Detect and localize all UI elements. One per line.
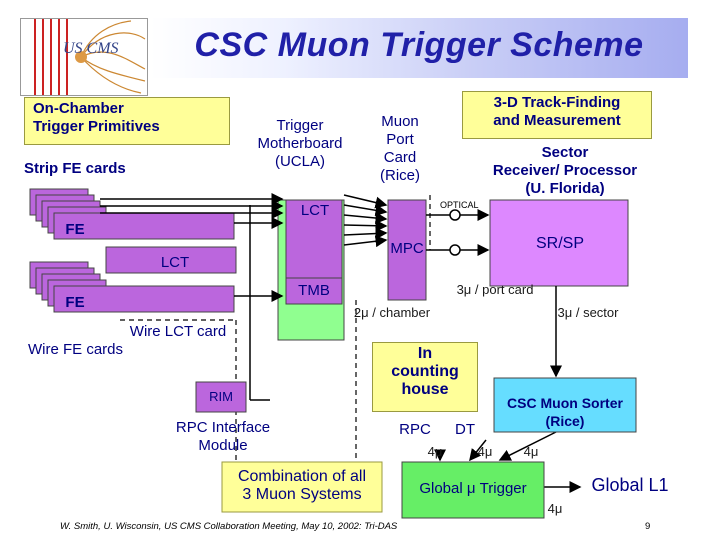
lct-top-label: LCT xyxy=(300,202,330,219)
footer-text: W. Smith, U. Wisconsin, US CMS Collabora… xyxy=(60,521,398,532)
rpc-label: RPC xyxy=(399,421,431,438)
wire-fe-cards-label: Wire FE cards xyxy=(28,341,124,358)
rim-label: RIM xyxy=(209,389,233,404)
dt-rate-label: 4μ xyxy=(477,444,493,459)
global-trigger-box xyxy=(401,461,545,519)
csc-sorter-label: CSC Muon Sorter(Rice) xyxy=(507,395,623,429)
global-rate-label: 4μ xyxy=(547,501,563,516)
combination-box xyxy=(221,461,383,513)
sr-sp-box xyxy=(489,199,629,287)
optical-label: OPTICAL xyxy=(440,200,479,210)
global-mu-trigger-label: Global μ Trigger xyxy=(419,480,527,497)
wire-lct-box xyxy=(105,246,237,274)
sector-rate-label: 3μ / sector xyxy=(557,305,619,320)
tmb-label: TMB xyxy=(298,282,330,299)
strip-fe-cards-label: Strip FE cards xyxy=(24,160,126,177)
logo-text: US CMS xyxy=(63,40,119,57)
page-number: 9 xyxy=(645,521,651,532)
csc-rate-label: 4μ xyxy=(523,444,539,459)
page-title: CSC Muon Trigger Scheme xyxy=(194,26,644,64)
global-l1-label: Global L1 xyxy=(591,475,669,495)
rpc-rate-label: 4μ xyxy=(427,444,443,459)
csc-sorter-box xyxy=(493,377,637,433)
tmb-box xyxy=(285,277,343,305)
lct-mid-label: LCT xyxy=(160,254,190,271)
wire-fe-card-stack xyxy=(29,261,235,313)
motherboard-lct xyxy=(285,199,343,281)
dt-label: DT xyxy=(455,421,475,438)
title-banner xyxy=(150,18,688,78)
us-cms-logo: US CMS xyxy=(20,18,148,96)
rim-box xyxy=(195,381,247,413)
mpc-label: MPC xyxy=(390,240,424,257)
optical-connectors xyxy=(449,209,461,256)
port-card-rate-label: 3μ / port card xyxy=(456,282,534,297)
strip-fe-card-stack xyxy=(29,188,235,240)
sr-sp-label: SR/SP xyxy=(535,235,584,252)
mpc-box xyxy=(387,199,427,301)
chamber-rate-label: 2μ / chamber xyxy=(353,305,431,320)
fe-top-label: FE xyxy=(65,221,85,238)
fe-bottom-label: FE xyxy=(65,294,85,311)
wire-lct-card-label: Wire LCT card xyxy=(129,323,227,340)
